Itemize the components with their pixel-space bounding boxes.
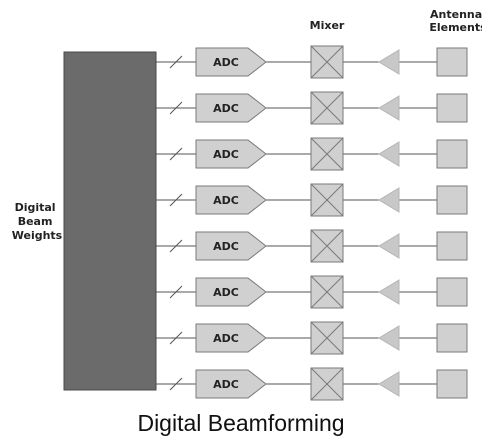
- diagram-title: Digital Beamforming: [137, 410, 344, 436]
- mixer-cross-line: [310, 91, 344, 125]
- amplifier-triangle: [378, 325, 400, 351]
- antenna-element: [436, 323, 468, 353]
- antenna-header-line-1: Antenna: [430, 8, 482, 21]
- channel-rows: ADC ADC ADC ADC ADC ADC ADC ADC: [156, 45, 468, 401]
- weights-label-line-2: Beam: [18, 215, 53, 228]
- weights-label-line-1: Digital: [15, 201, 56, 214]
- adc-label: ADC: [213, 286, 239, 299]
- antenna-element: [436, 231, 468, 261]
- mixer-cross-line: [310, 137, 344, 171]
- adc-label: ADC: [213, 240, 239, 253]
- adc-block: [195, 369, 267, 399]
- amplifier-triangle: [378, 279, 400, 305]
- amplifier-triangle: [378, 187, 400, 213]
- mixer-cross-line: [310, 275, 344, 309]
- adc-label: ADC: [213, 148, 239, 161]
- mixer-cross-line: [310, 321, 344, 355]
- adc-block: [195, 93, 267, 123]
- amplifier-triangle: [378, 371, 400, 397]
- adc-block: [195, 277, 267, 307]
- adc-block: [195, 139, 267, 169]
- antenna-element: [436, 277, 468, 307]
- antenna-element: [436, 369, 468, 399]
- mixer-cross-line: [310, 45, 344, 79]
- adc-block: [195, 185, 267, 215]
- antenna-header-line-2: Elements: [429, 21, 482, 34]
- antenna-element: [436, 185, 468, 215]
- mixer-cross-line: [310, 229, 344, 263]
- antenna-element: [436, 47, 468, 77]
- adc-label: ADC: [213, 194, 239, 207]
- adc-block: [195, 231, 267, 261]
- antenna-element: [436, 139, 468, 169]
- mixer-cross-line: [310, 367, 344, 401]
- mixer-header: Mixer: [310, 19, 345, 32]
- amplifier-triangle: [378, 95, 400, 121]
- bus-slash-mark: [169, 377, 183, 391]
- amplifier-triangle: [378, 233, 400, 259]
- weights-label-line-3: Weights: [12, 229, 63, 242]
- amplifier-triangle: [378, 49, 400, 75]
- bus-slash-mark: [169, 147, 183, 161]
- weights-label: Digital Beam Weights: [12, 201, 63, 242]
- amplifier-triangle: [378, 141, 400, 167]
- digital-beam-weights-block: [63, 51, 157, 391]
- bus-slash-mark: [169, 331, 183, 345]
- antenna-element: [436, 93, 468, 123]
- adc-label: ADC: [213, 102, 239, 115]
- adc-block: [195, 323, 267, 353]
- bus-slash-mark: [169, 193, 183, 207]
- bus-slash-mark: [169, 101, 183, 115]
- adc-label: ADC: [213, 378, 239, 391]
- bus-slash-mark: [169, 239, 183, 253]
- bus-slash-mark: [169, 285, 183, 299]
- adc-block: [195, 47, 267, 77]
- mixer-cross-line: [310, 183, 344, 217]
- adc-label: ADC: [213, 332, 239, 345]
- adc-label: ADC: [213, 56, 239, 69]
- antenna-elements-header: Antenna Elements: [429, 8, 482, 34]
- bus-slash-mark: [169, 55, 183, 69]
